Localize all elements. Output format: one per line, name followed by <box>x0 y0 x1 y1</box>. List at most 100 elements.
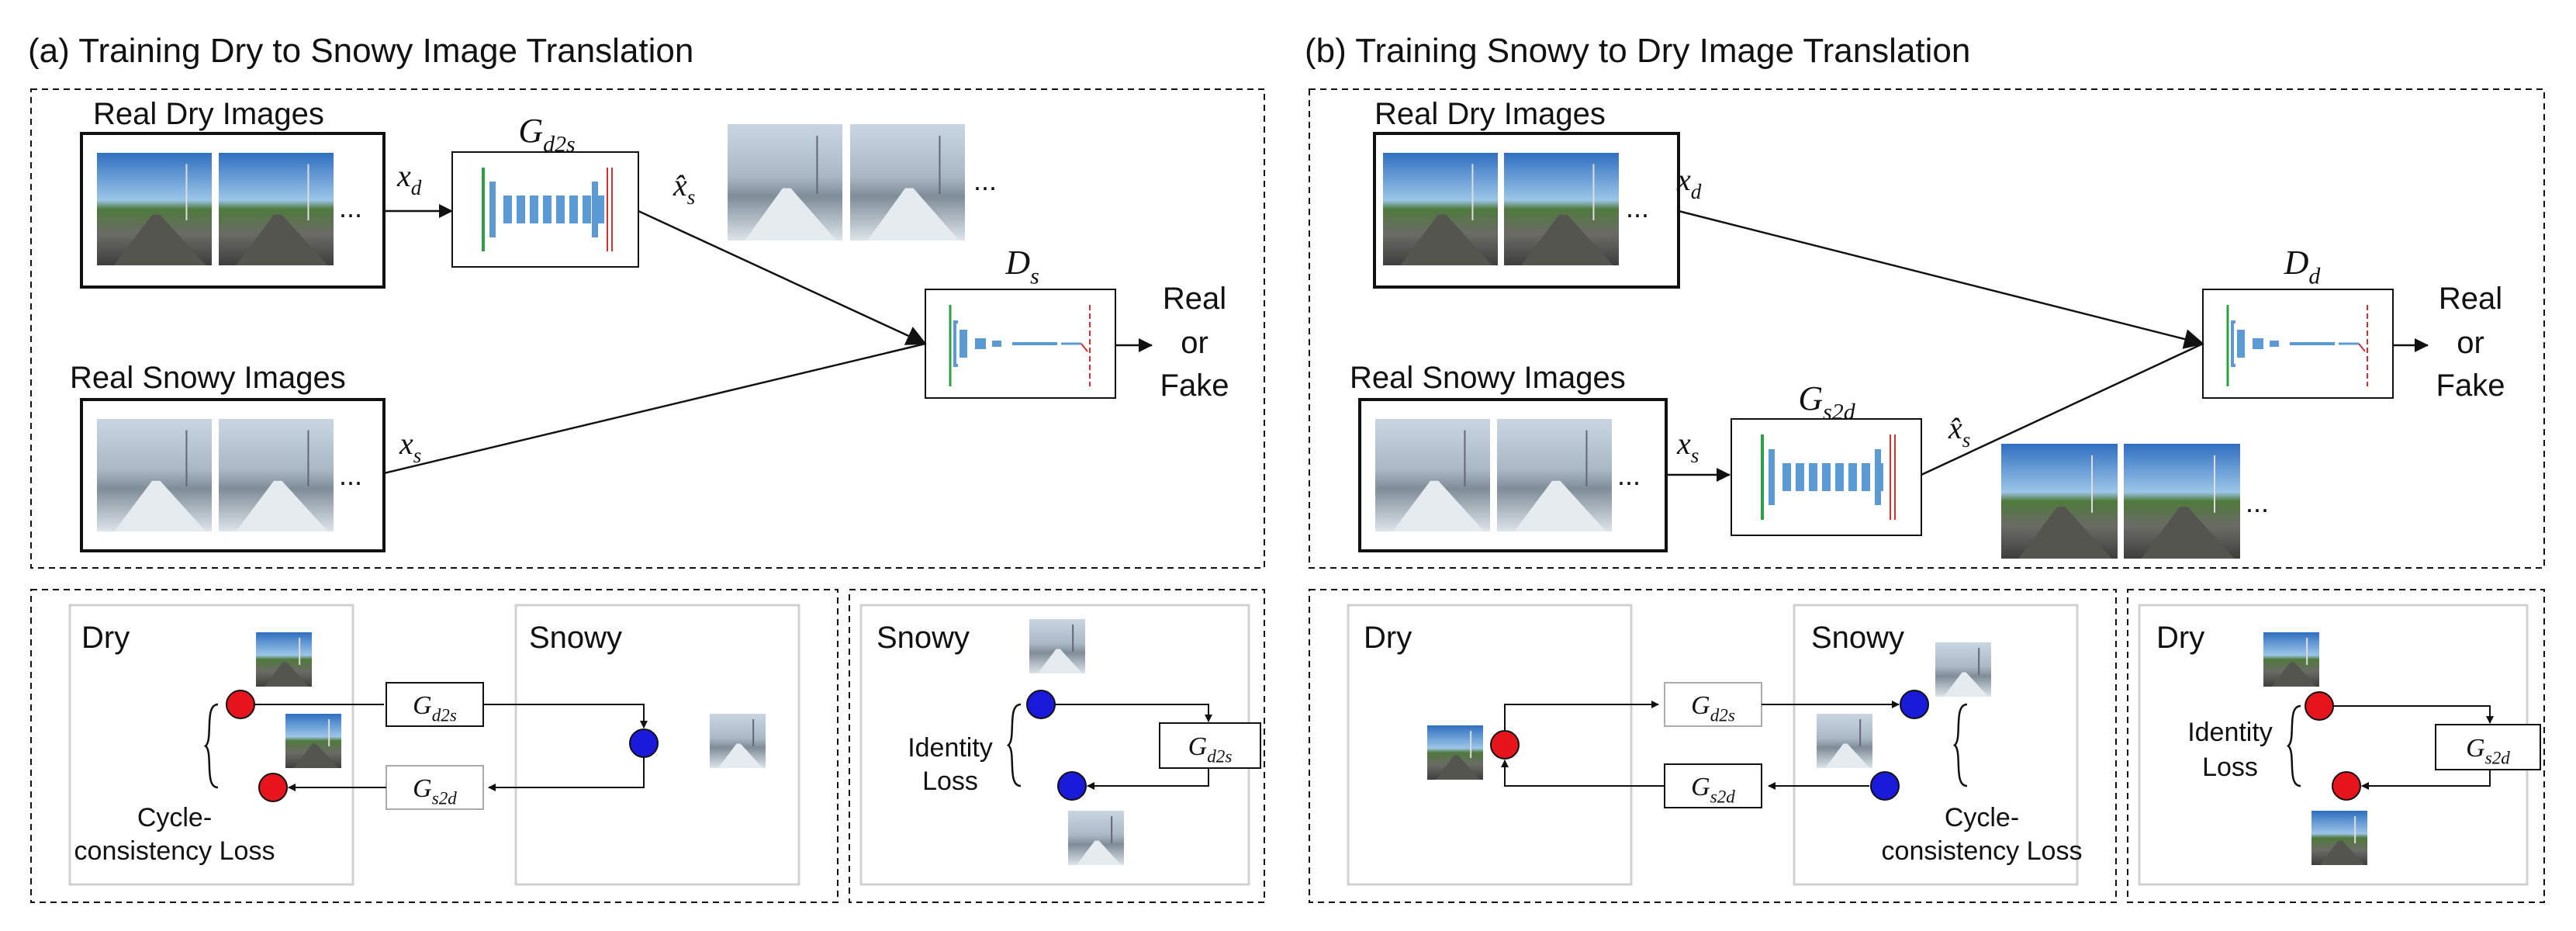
panel-b-output-fake: Fake <box>2436 369 2505 403</box>
panel-b-ellipsis-fake: ... <box>2246 486 2269 518</box>
panel-b-cycle-line4 <box>1501 760 1665 787</box>
panel-a-identity-loss-1: Identity <box>908 733 993 763</box>
panel-b-discriminator-title: Dd <box>2284 244 2322 289</box>
panel-b-ellipsis-dry: ... <box>1626 192 1649 223</box>
real-node <box>2332 771 2361 801</box>
panel-a-xd: xd <box>396 158 422 199</box>
cycle-brace-b <box>1953 703 1968 787</box>
discriminator-network-icon <box>2202 289 2394 399</box>
panel-a-snowy-domain <box>514 604 800 886</box>
panel-a-real-dry-label: Real Dry Images <box>93 97 324 131</box>
panel-b-cycle-gen-forward-label: Gd2s <box>1691 691 1735 726</box>
panel-a-identity-label: Snowy <box>877 621 970 655</box>
panel-b-cycle-gen-forward-box <box>1664 682 1762 727</box>
dry-road-photo <box>1383 153 1498 265</box>
identity-brace-b <box>2287 704 2301 787</box>
panel-b-generator-title: Gs2d <box>1798 379 1855 424</box>
snowy-road-photo <box>1375 419 1490 531</box>
panel-a-cycle-line2 <box>483 704 648 729</box>
panel-b-cycle-loss-2: consistency Loss <box>1882 836 2083 866</box>
snowy-road-photo <box>850 124 965 241</box>
panel-b-xd: xd <box>1676 162 1702 203</box>
panel-a-output-real: Real <box>1163 282 1226 316</box>
panel-a-cycle-frame <box>30 589 838 903</box>
dry-road-photo <box>256 632 312 687</box>
panel-a-cycle-gen-forward-label: Gd2s <box>413 691 457 726</box>
panel-a-identity-gen-label: Gd2s <box>1188 732 1233 767</box>
snowy-road-photo <box>1935 642 1991 697</box>
panel-b-identity-frame <box>2127 589 2545 903</box>
panel-a-arrow-real <box>383 342 926 475</box>
dry-road-photo <box>219 153 334 265</box>
panel-a-title: (a) Training Dry to Snowy Image Translat… <box>28 32 693 70</box>
panel-a-xs-hat: x̂s <box>673 168 695 209</box>
panel-a-generator-title: Gd2s <box>518 112 575 157</box>
panel-a-ellipsis-snowy: ... <box>339 459 362 491</box>
panel-b-identity-gen-label: Gs2d <box>2466 734 2510 769</box>
dry-road-photo <box>1504 153 1619 265</box>
panel-b-real-snowy-label: Real Snowy Images <box>1350 361 1626 395</box>
real-node <box>258 773 288 802</box>
panel-a-identity-loss-2: Loss <box>922 767 978 796</box>
panel-b-identity-line1 <box>2333 705 2494 724</box>
panel-a-arrow-fake <box>638 209 927 345</box>
dry-road-photo <box>97 153 212 265</box>
panel-b-cycle-line1 <box>1504 701 1659 731</box>
snowy-road-photo <box>1068 811 1124 865</box>
panel-a-dry-domain <box>68 604 354 886</box>
fake-node <box>629 729 659 758</box>
panel-a-output-fake: Fake <box>1160 369 1229 403</box>
dry-road-photo <box>2001 444 2118 559</box>
panel-b-xs-hat: x̂s <box>1948 410 1970 452</box>
panel-a-cycle-snowy-label: Snowy <box>529 621 622 655</box>
dry-road-photo <box>1427 725 1483 780</box>
fake-node <box>1057 771 1087 801</box>
panel-b-cycle-gen-backward-box <box>1664 763 1762 808</box>
panel-b-arrow-fake <box>1921 342 2204 476</box>
panel-b-xs: xs <box>1676 426 1699 467</box>
snowy-road-photo <box>219 419 334 531</box>
panel-a-cycle-loss-1: Cycle- <box>137 803 212 832</box>
panel-b-output-or: or <box>2457 326 2484 360</box>
panel-b-identity-gen-box <box>2435 724 2541 770</box>
panel-b-cycle-loss-1: Cycle- <box>1945 803 2019 832</box>
panel-b-dry-domain <box>1347 604 1633 886</box>
panel-a-top-frame <box>30 88 1265 569</box>
panel-a-identity-frame <box>849 589 1265 903</box>
generator-network-icon <box>451 151 639 268</box>
snowy-road-photo <box>1817 714 1872 768</box>
panel-b-snowy-domain <box>1793 604 2079 886</box>
panel-a-cycle-loss-2: consistency Loss <box>74 836 275 866</box>
panel-a-xs: xs <box>399 426 421 467</box>
panel-b-cycle-dry-label: Dry <box>1364 621 1412 655</box>
panel-b-cycle-gen-backward-label: Gs2d <box>1691 773 1735 808</box>
panel-a-cycle-gen-backward-box <box>386 765 484 810</box>
snowy-road-photo <box>1029 619 1085 673</box>
panel-a-ellipsis-dry: ... <box>339 192 362 223</box>
real-node <box>1490 730 1520 760</box>
panel-b-title: (b) Training Snowy to Dry Image Translat… <box>1305 32 1970 70</box>
panel-b-identity-label: Dry <box>2156 621 2204 655</box>
panel-b-ellipsis-snowy: ... <box>1617 459 1641 491</box>
dry-road-photo <box>285 714 341 768</box>
fake-node <box>1900 690 1929 719</box>
panel-b-real-dry-frame <box>1373 132 1680 289</box>
panel-a-cycle-gen-backward-label: Gs2d <box>413 774 457 809</box>
real-node <box>2305 691 2334 721</box>
panel-b-identity-loss-1: Identity <box>2187 718 2273 747</box>
panel-a-ellipsis-fake: ... <box>973 164 997 196</box>
panel-a-identity-gen-box <box>1159 722 1261 769</box>
panel-b-cycle-snowy-label: Snowy <box>1811 621 1904 655</box>
panel-b-output-real: Real <box>2439 282 2502 316</box>
panel-b-arrow-real <box>1678 209 2204 349</box>
identity-brace <box>1007 703 1022 787</box>
panel-a-identity-line1 <box>1055 704 1212 722</box>
real-node <box>226 690 255 719</box>
dry-road-photo <box>2263 632 2319 687</box>
snowy-road-photo <box>97 419 212 531</box>
panel-b-cycle-frame <box>1309 589 2117 903</box>
dry-road-photo <box>2124 444 2240 559</box>
panel-a-real-snowy-frame <box>80 398 386 552</box>
